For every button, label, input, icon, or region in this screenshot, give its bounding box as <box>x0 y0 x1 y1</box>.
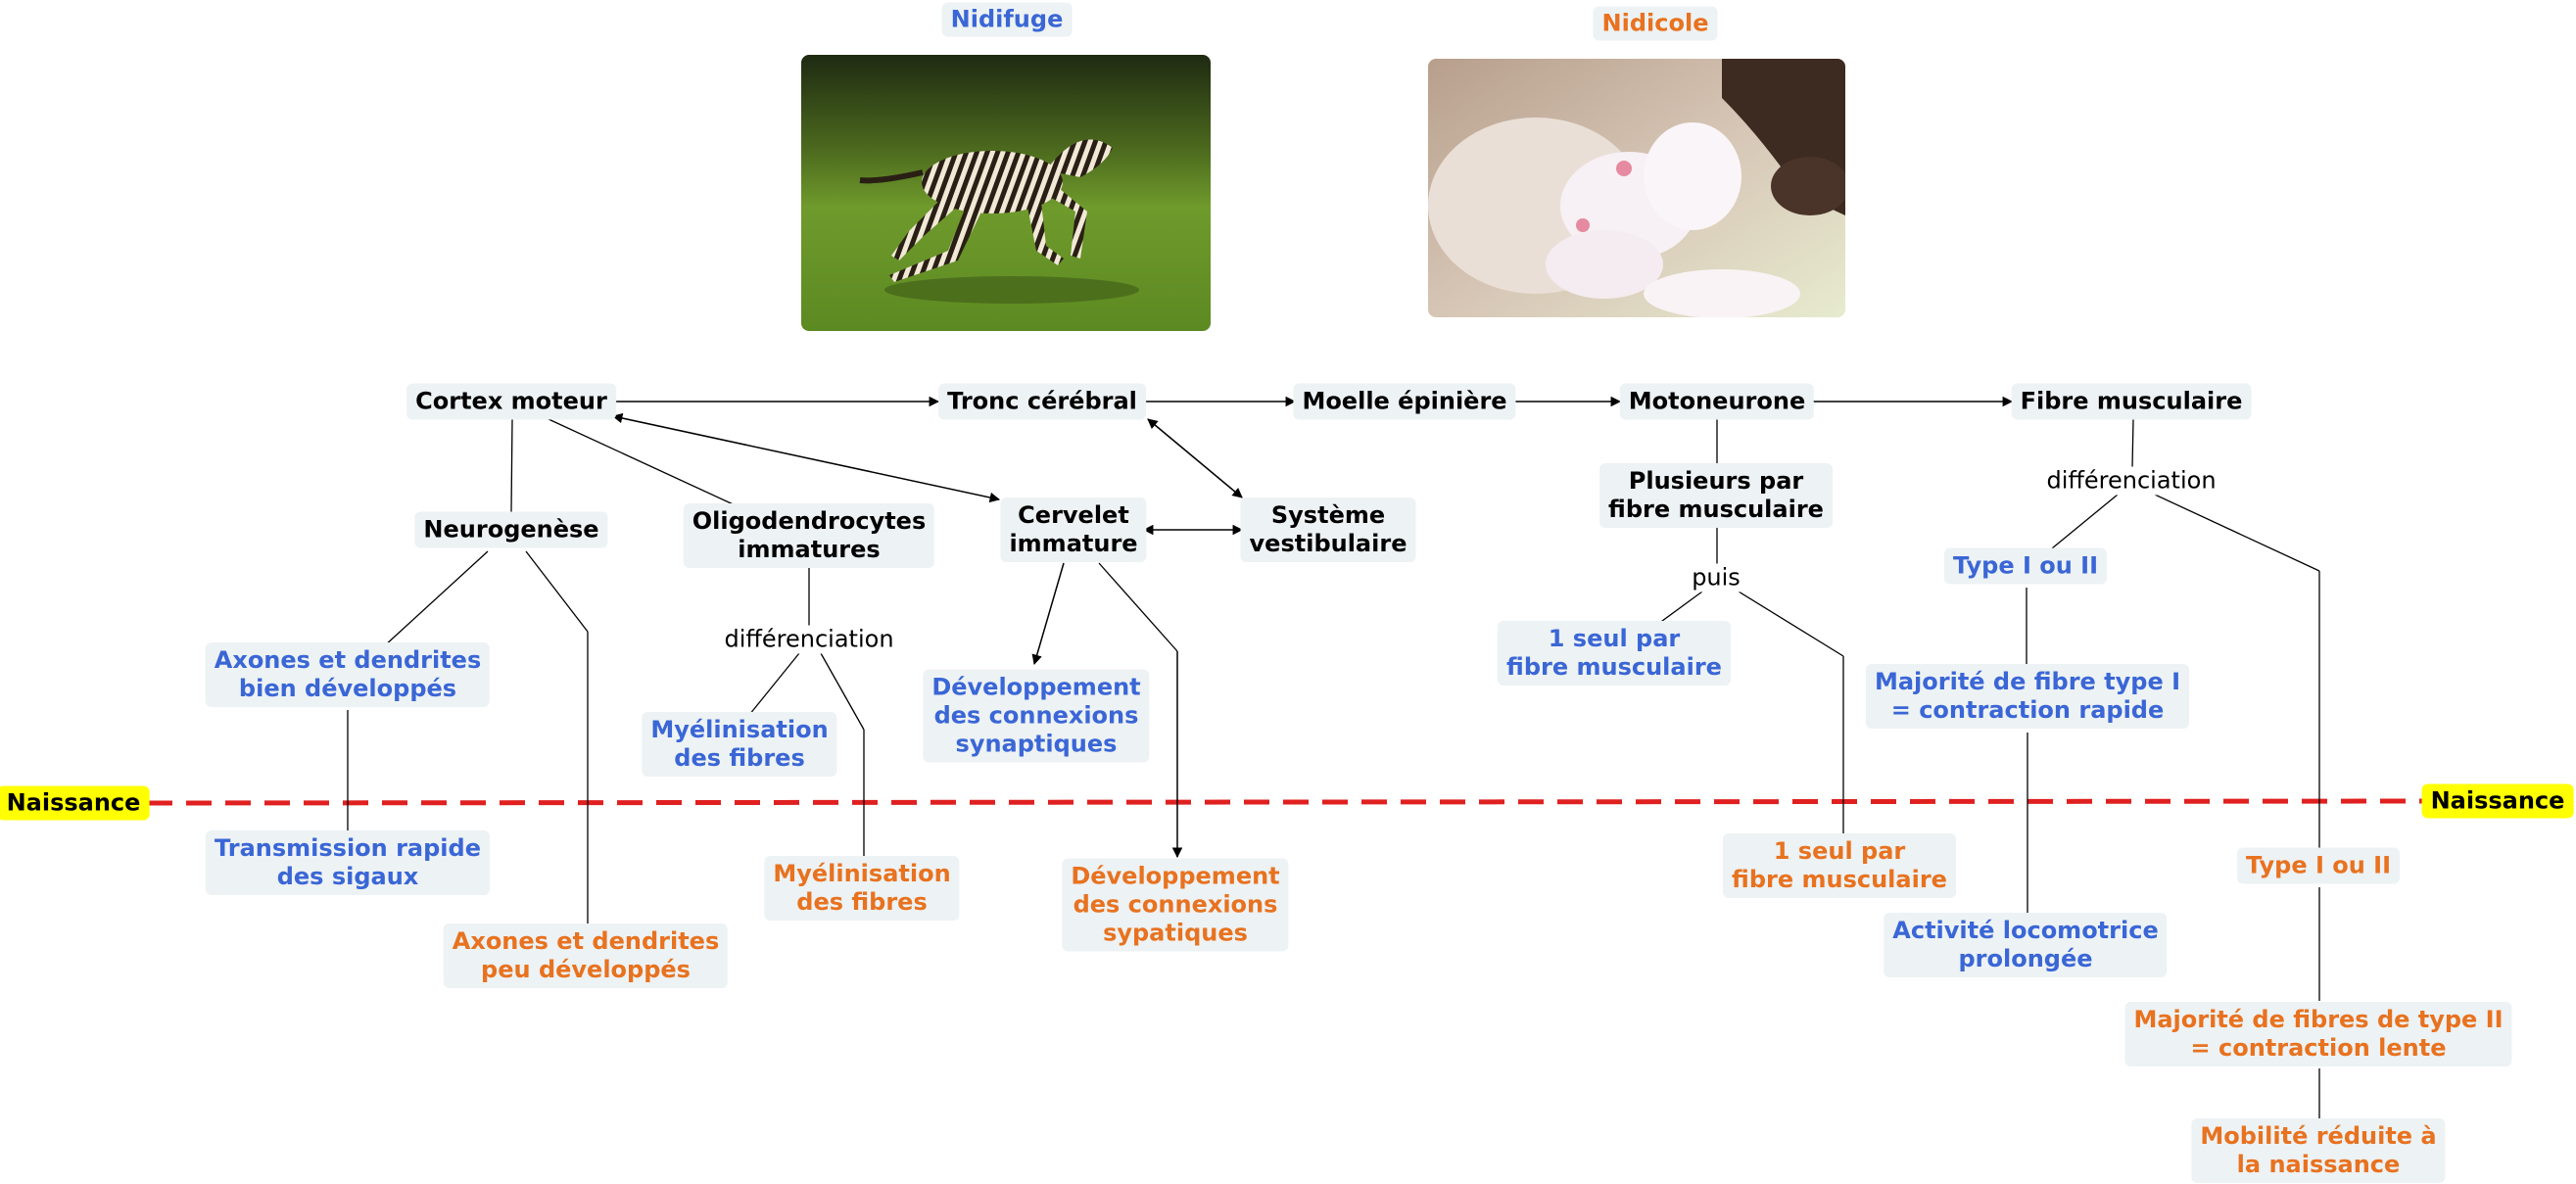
node-tronc-cerebral: Tronc cérébral <box>938 384 1146 420</box>
node-activite-locomotrice: Activité locomotrice prolongée <box>1884 913 2167 977</box>
node-plusieurs-par-fibre: Plusieurs par fibre musculaire <box>1599 463 1833 528</box>
arrow-tronc-vestib <box>1148 419 1242 497</box>
node-axones-peu-developpes: Axones et dendrites peu développés <box>444 924 728 988</box>
node-cortex-moteur: Cortex moteur <box>406 384 616 420</box>
zebra-foal-photo <box>801 55 1211 331</box>
node-type-blue: Type I ou II <box>1944 548 2107 585</box>
node-axones-bien-developpes: Axones et dendrites bien développés <box>206 642 490 707</box>
node-motoneurone: Motoneurone <box>1620 384 1814 420</box>
birth-label-right: Naissance <box>2422 784 2574 819</box>
header-nidicole: Nidicole <box>1594 7 1718 41</box>
node-moelle-epiniere: Moelle épinière <box>1293 384 1515 420</box>
node-majorite-type-II: Majorité de fibres de type II = contract… <box>2124 1002 2511 1066</box>
node-cervelet: Cervelet immature <box>1000 497 1146 562</box>
node-dev-synaptiques-orange: Développement des connexions sypatiques <box>1062 859 1288 952</box>
node-mobilite-reduite: Mobilité réduite à la naissance <box>2191 1118 2445 1183</box>
node-type-orange: Type I ou II <box>2237 848 2400 884</box>
node-un-seul-orange: 1 seul par fibre musculaire <box>1723 833 1956 898</box>
node-systeme-vestibulaire: Système vestibulaire <box>1241 497 1416 562</box>
header-nidifuge: Nidifuge <box>942 3 1073 37</box>
node-fibre-musculaire: Fibre musculaire <box>2012 384 2252 420</box>
arrow-cortex-cervelet <box>613 416 999 499</box>
node-dev-synaptiques-blue: Développement des connexions synaptiques <box>923 670 1149 763</box>
birth-label-left: Naissance <box>0 786 149 821</box>
label-differenciation-fibre: différenciation <box>2040 467 2221 496</box>
node-neurogenese: Neurogenèse <box>414 512 607 548</box>
node-majorite-type-I: Majorité de fibre type I = contraction r… <box>1866 664 2189 729</box>
node-un-seul-blue: 1 seul par fibre musculaire <box>1498 621 1731 686</box>
node-myelinisation-orange: Myélinisation des fibres <box>764 856 959 921</box>
node-transmission-rapide: Transmission rapide des sigaux <box>206 830 490 895</box>
birth-line <box>147 801 2424 803</box>
label-puis: puis <box>1686 564 1746 592</box>
node-oligodendrocytes: Oligodendrocytes immatures <box>684 503 934 568</box>
newborn-kittens-photo <box>1428 59 1845 317</box>
arrow-cervelet-dev-blue <box>1034 563 1064 664</box>
label-differenciation-oligo: différenciation <box>718 626 899 654</box>
node-myelinisation-blue: Myélinisation des fibres <box>642 712 836 777</box>
